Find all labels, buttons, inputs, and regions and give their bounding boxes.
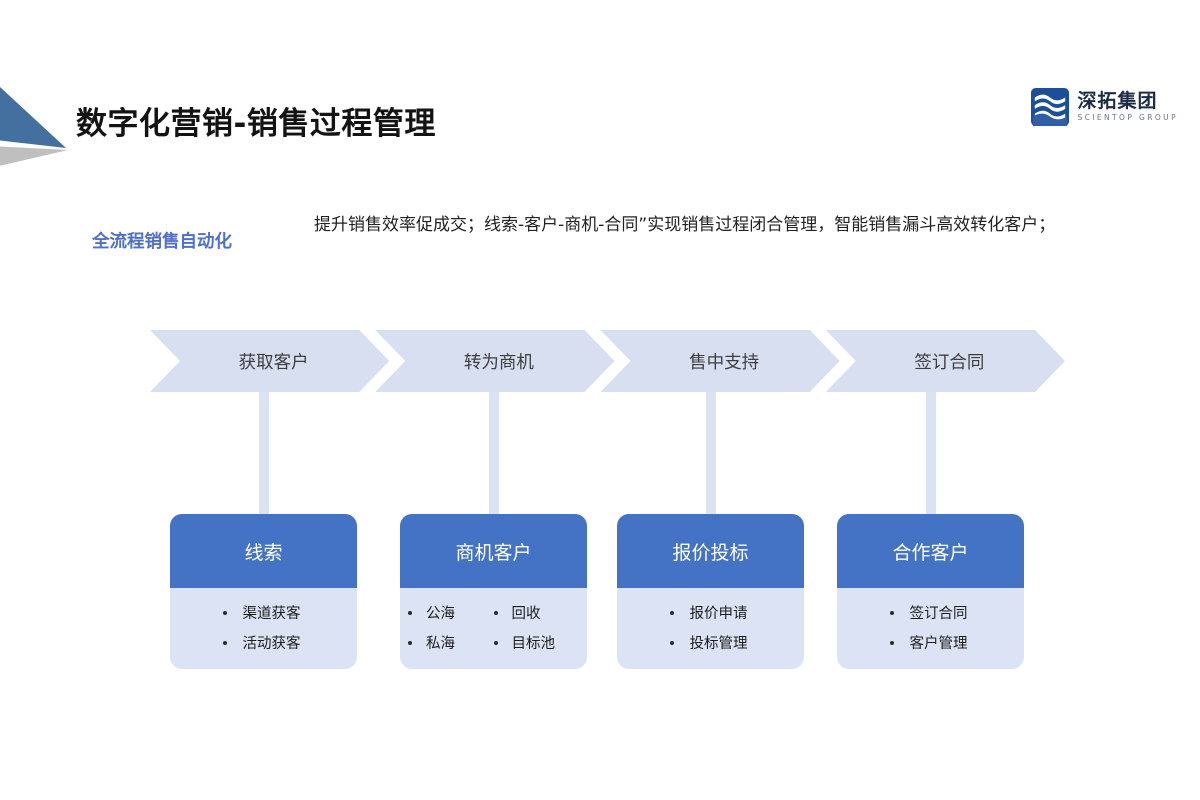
- bullet-dot-icon: [493, 640, 498, 645]
- stage-card-bullet-item[interactable]: 公海: [408, 602, 494, 623]
- stage-chevron-1[interactable]: 获取客户: [150, 330, 389, 392]
- logo-name-en: SCIENTOP GROUP: [1077, 113, 1178, 123]
- stage-card-1[interactable]: 线索渠道获客活动获客: [170, 514, 357, 669]
- stage-card-row: 渠道获客: [178, 602, 349, 623]
- company-logo: 深拓集团 SCIENTOP GROUP: [1030, 88, 1179, 126]
- stage-card-title: 报价投标: [617, 514, 804, 588]
- stage-card-row: 公海 回收: [408, 602, 579, 623]
- stage-chevron-4[interactable]: 签订合同: [826, 330, 1065, 392]
- bullet-dot-icon: [669, 610, 674, 615]
- stage-card-row: 报价申请: [625, 602, 796, 623]
- stage-card-row: 活动获客: [178, 632, 349, 653]
- stage-card-3[interactable]: 报价投标报价申请投标管理: [617, 514, 804, 669]
- stage-card-bullet-item[interactable]: 私海: [408, 632, 494, 653]
- stage-card-body: 公海 回收私海 目标池: [400, 588, 587, 669]
- stage-card-row: 签订合同: [845, 602, 1016, 623]
- stage-chevron-band: 获取客户 转为商机 售中支持 签订合同: [150, 330, 1065, 392]
- intro-label: 全流程销售自动化: [92, 232, 232, 252]
- stage-chevron-label: 售中支持: [689, 352, 760, 373]
- stage-chevron-label: 签订合同: [914, 352, 985, 373]
- stage-card-title: 商机客户: [400, 514, 587, 588]
- bullet-dot-icon: [889, 610, 894, 615]
- stage-chevron-label: 转为商机: [463, 352, 534, 373]
- stage-chevron-2[interactable]: 转为商机: [375, 330, 614, 392]
- stage-card-title: 线索: [170, 514, 357, 588]
- stage-card-body: 渠道获客活动获客: [170, 588, 357, 669]
- stage-card-title: 合作客户: [837, 514, 1024, 588]
- connector-line-3: [705, 391, 716, 515]
- stage-card-row: 私海 目标池: [408, 632, 579, 653]
- stage-card-bullet-label: 渠道获客: [242, 606, 301, 622]
- stage-chevron-3[interactable]: 售中支持: [601, 330, 840, 392]
- stage-card-bullet-item[interactable]: 客户管理: [889, 632, 968, 653]
- connector-line-2: [488, 391, 499, 515]
- stage-card-bullet-label: 回收: [511, 606, 541, 622]
- stage-card-row: 投标管理: [625, 632, 796, 653]
- stage-card-bullet-item[interactable]: 活动获客: [222, 632, 301, 653]
- bullet-dot-icon: [493, 610, 498, 615]
- logo-wordmark: 深拓集团 SCIENTOP GROUP: [1078, 92, 1179, 122]
- stage-card-bullet-label: 公海: [426, 606, 455, 622]
- stage-card-bullet-label: 活动获客: [242, 636, 301, 652]
- bullet-dot-icon: [222, 640, 227, 645]
- bullet-dot-icon: [408, 640, 412, 645]
- intro-row: 全流程销售自动化 提升销售效率促成交；线索-客户-商机-合同”实现销售过程闭合管…: [92, 212, 1102, 253]
- connector-line-1: [258, 391, 269, 515]
- bullet-dot-icon: [669, 640, 674, 645]
- stage-card-4[interactable]: 合作客户签订合同客户管理: [837, 514, 1024, 669]
- page-title: 数字化营销-销售过程管理: [76, 106, 436, 142]
- stage-card-body: 签订合同客户管理: [837, 588, 1024, 669]
- connector-line-4: [925, 391, 936, 515]
- scientop-wave-mark-icon: [1030, 88, 1069, 126]
- stage-card-bullet-label: 私海: [426, 636, 455, 652]
- stage-card-bullet-item[interactable]: 渠道获客: [222, 602, 301, 623]
- stage-card-bullet-item[interactable]: 目标池: [493, 632, 580, 653]
- stage-card-bullet-label: 投标管理: [689, 636, 748, 652]
- bullet-dot-icon: [222, 610, 227, 615]
- bullet-dot-icon: [408, 610, 412, 615]
- stage-card-bullet-label: 目标池: [511, 636, 556, 652]
- stage-card-bullet-item[interactable]: 签订合同: [889, 602, 968, 623]
- stage-card-row: 客户管理: [845, 632, 1016, 653]
- stage-card-bullet-item[interactable]: 回收: [493, 602, 580, 623]
- intro-body: 提升销售效率促成交；线索-客户-商机-合同”实现销售过程闭合管理，智能销售漏斗高…: [314, 215, 1056, 235]
- stage-card-bullet-label: 客户管理: [909, 636, 968, 652]
- stage-chevron-label: 获取客户: [238, 352, 309, 373]
- logo-name-cn: 深拓集团: [1077, 90, 1158, 113]
- stage-card-bullet-item[interactable]: 投标管理: [669, 632, 748, 653]
- stage-card-2[interactable]: 商机客户公海 回收私海 目标池: [400, 514, 587, 669]
- stage-card-bullet-label: 报价申请: [689, 606, 748, 622]
- stage-card-bullet-item[interactable]: 报价申请: [669, 602, 748, 623]
- stage-card-body: 报价申请投标管理: [617, 588, 804, 669]
- bullet-dot-icon: [889, 640, 894, 645]
- stage-card-bullet-label: 签订合同: [909, 606, 968, 622]
- corner-decoration-icon: [0, 86, 68, 166]
